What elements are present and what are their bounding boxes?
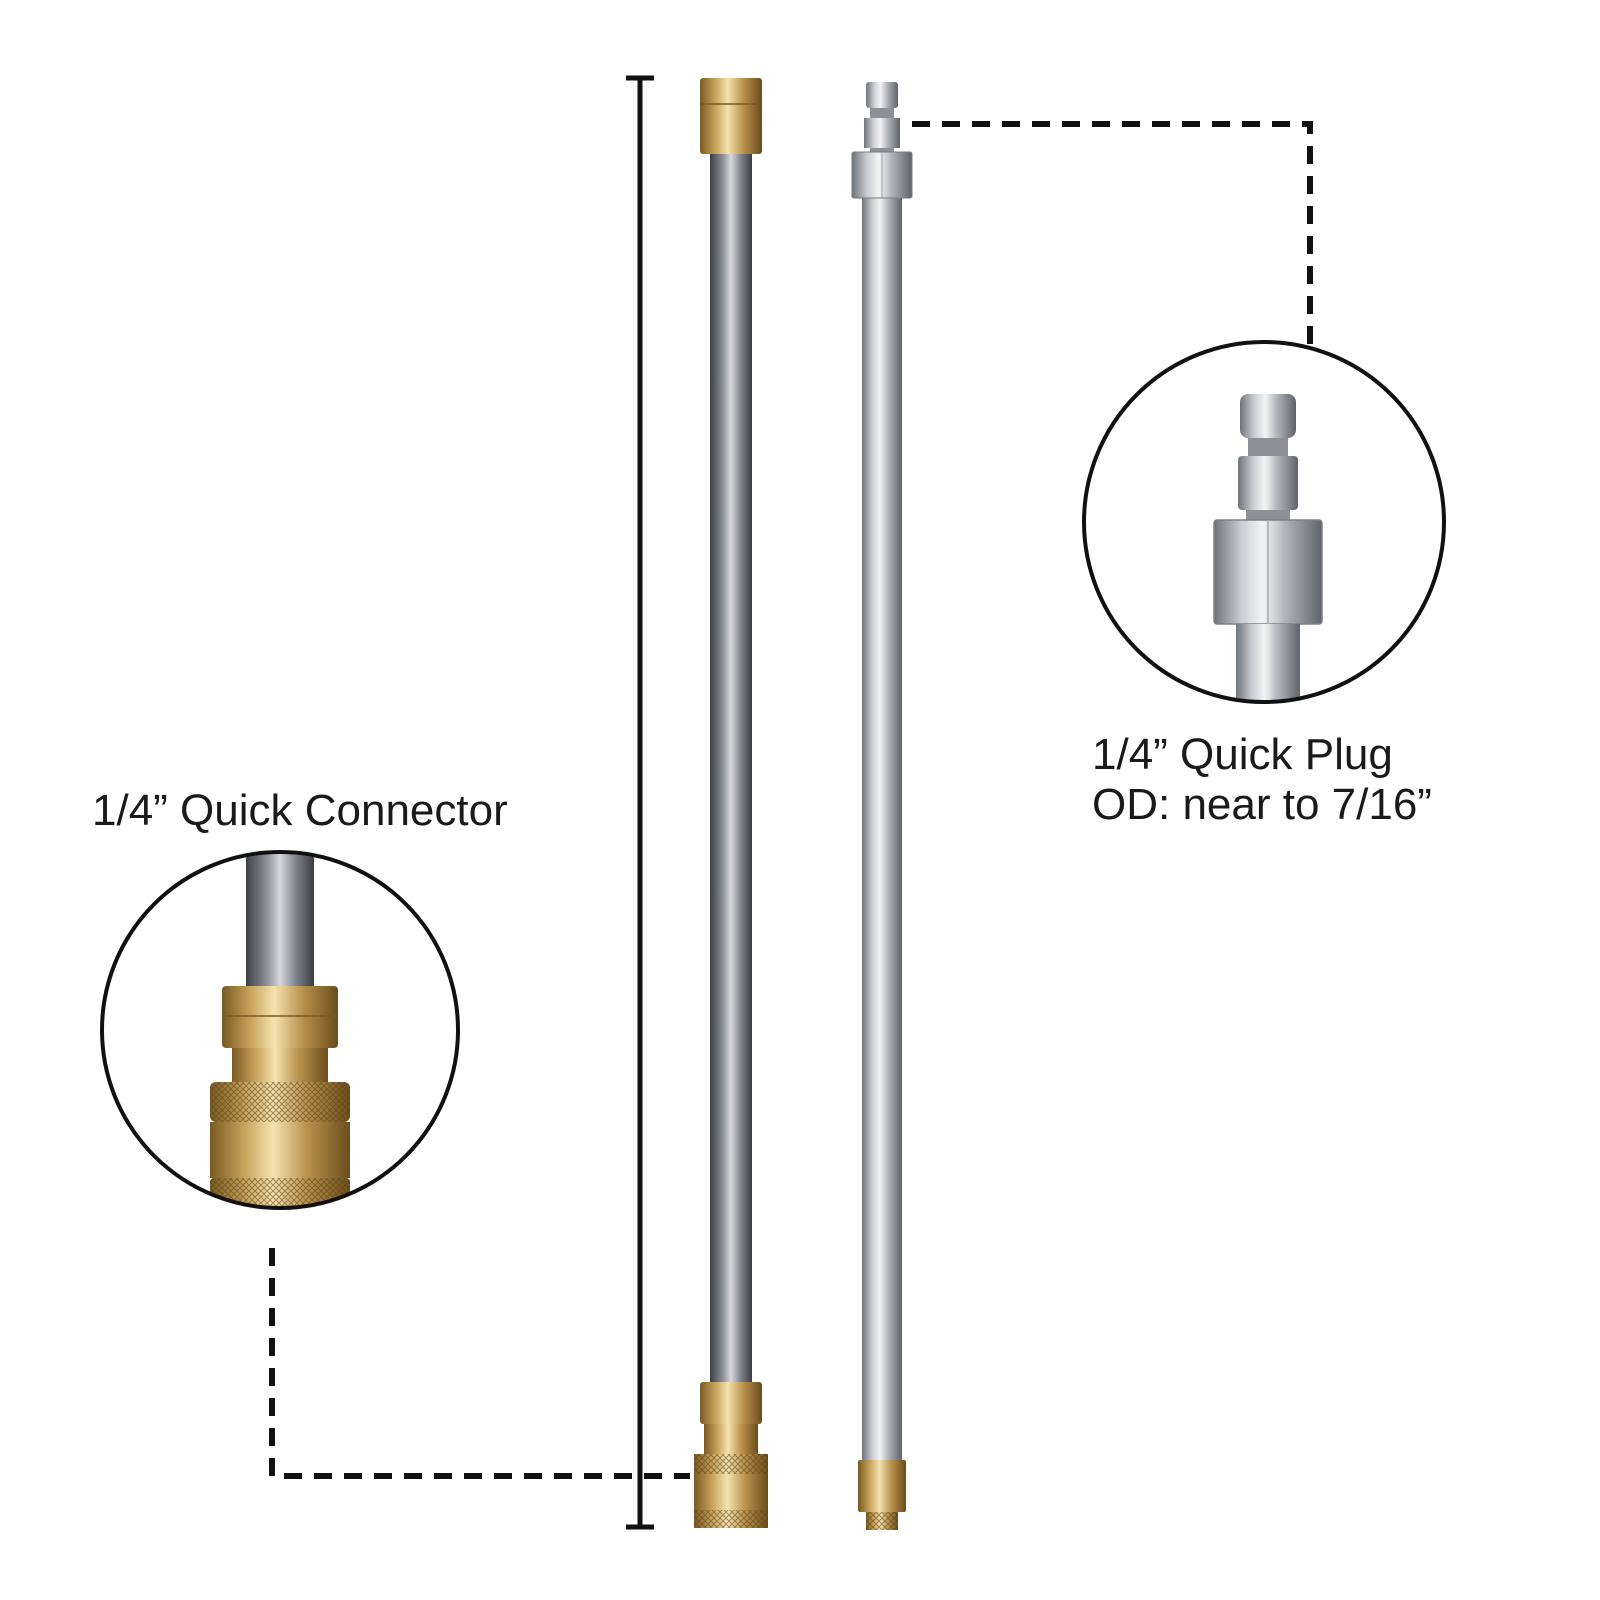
length-dimension-line <box>626 75 654 1530</box>
right-callout-dashed-line <box>912 121 1313 344</box>
right-extension-wand <box>851 82 913 1530</box>
left-extension-wand <box>694 78 768 1528</box>
left-callout-dashed-line <box>269 1248 690 1479</box>
quick-plug-label: 1/4” Quick Plug OD: near to 7/16” <box>1092 730 1432 830</box>
quick-connector-label: 1/4” Quick Connector <box>92 786 508 835</box>
quick-connector-zoom-circle <box>100 850 460 1210</box>
quick-plug-od-label: OD: near to 7/16” <box>1092 780 1432 829</box>
quick-plug-zoom-circle <box>1082 340 1446 704</box>
quick-plug-label-line1: 1/4” Quick Plug <box>1092 730 1393 779</box>
